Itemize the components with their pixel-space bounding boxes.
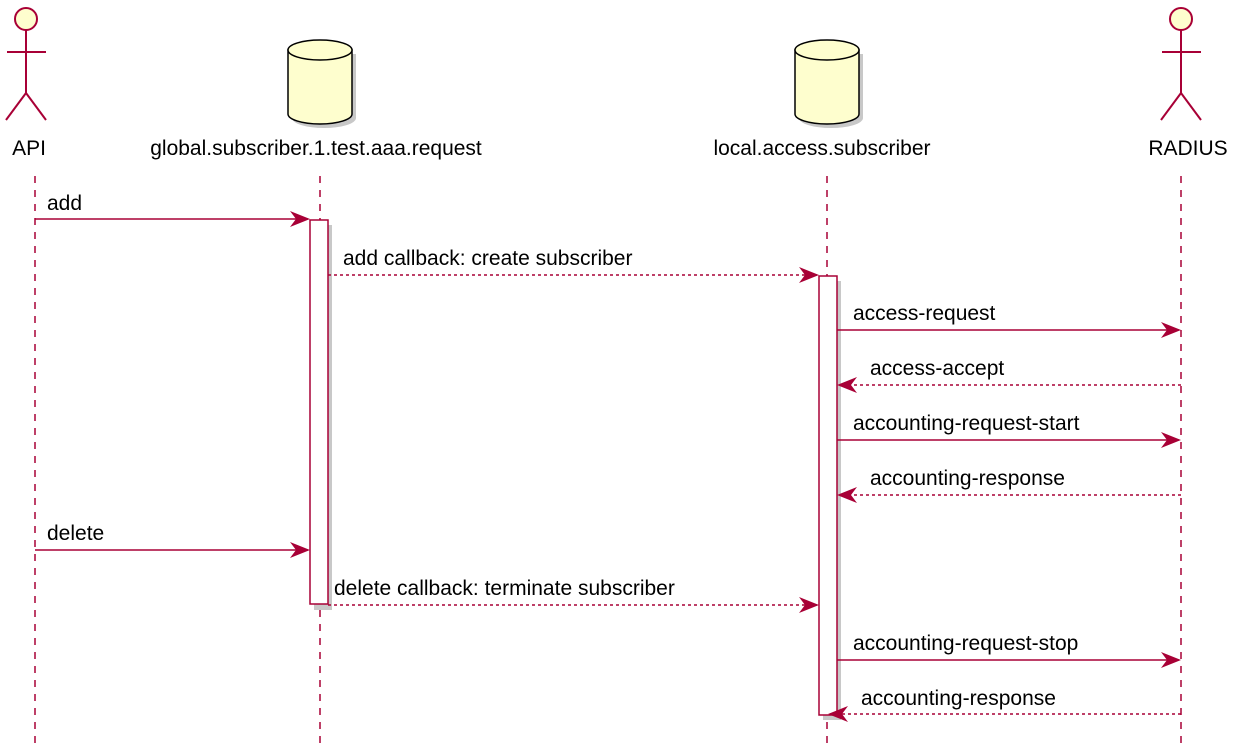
- message-label: accounting-request-stop: [853, 632, 1078, 655]
- message-access-accept: access-accept: [837, 357, 1181, 393]
- message-accounting-response: accounting-response: [837, 467, 1181, 503]
- participant-radius: RADIUS: [1148, 7, 1228, 160]
- message-label: add: [47, 192, 82, 215]
- participant-label: global.subscriber.1.test.aaa.request: [150, 137, 482, 160]
- message-access-request: access-request: [837, 302, 1181, 338]
- message-add: add: [35, 192, 310, 227]
- participant-api: API: [5, 7, 47, 160]
- database-icon: [287, 39, 356, 128]
- activation-local: [818, 275, 838, 716]
- message-accounting-request-start: accounting-request-start: [837, 412, 1181, 448]
- database-icon: [794, 39, 863, 128]
- message-delete-callback: delete callback: terminate subscriber: [328, 577, 819, 613]
- participant-label: local.access.subscriber: [713, 137, 930, 160]
- participant-label: API: [12, 137, 46, 160]
- activation-global: [309, 219, 329, 605]
- message-accounting-request-stop: accounting-request-stop: [837, 632, 1181, 668]
- participant-label: RADIUS: [1148, 137, 1227, 160]
- message-label: access-accept: [870, 357, 1004, 380]
- message-label: access-request: [853, 302, 996, 325]
- actor-icon: [5, 7, 47, 121]
- message-label: delete callback: terminate subscriber: [334, 577, 675, 600]
- participant-global: global.subscriber.1.test.aaa.request: [150, 39, 482, 160]
- message-label: accounting-request-start: [853, 412, 1080, 435]
- actor-icon: [1160, 7, 1202, 121]
- activations: [309, 219, 841, 720]
- message-label: accounting-response: [870, 467, 1065, 490]
- message-add-callback: add callback: create subscriber: [328, 247, 819, 283]
- message-label: add callback: create subscriber: [343, 247, 632, 270]
- message-accounting-response-final: accounting-response: [828, 687, 1181, 722]
- message-delete: delete: [35, 522, 310, 558]
- message-label: delete: [47, 522, 104, 545]
- participant-local: local.access.subscriber: [713, 39, 931, 160]
- message-label: accounting-response: [861, 687, 1056, 710]
